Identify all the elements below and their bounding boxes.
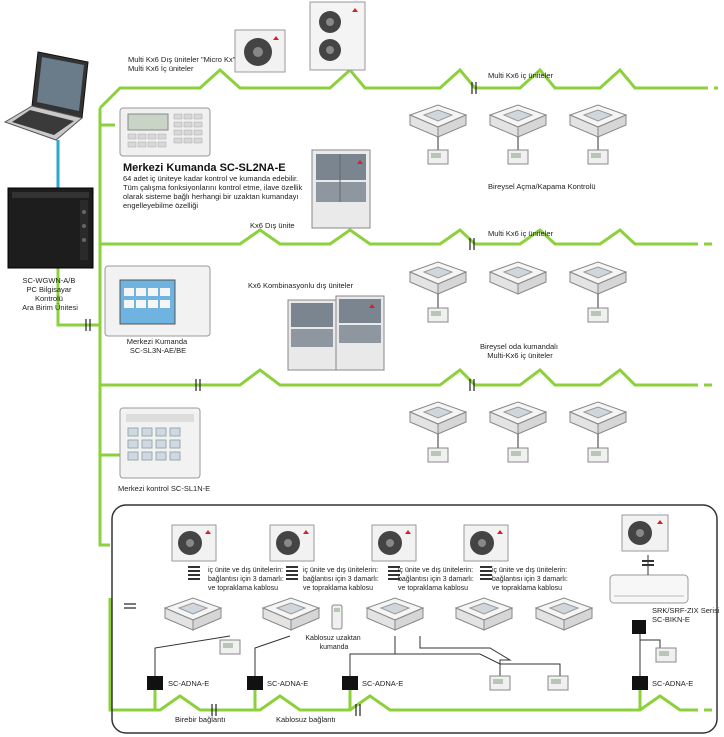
- row3-line: [100, 368, 690, 387]
- laptop-icon: [3, 51, 89, 141]
- wireless-remote-icon: [331, 604, 343, 630]
- adapter-2: [247, 676, 263, 690]
- row3-indoor-units: [409, 401, 627, 463]
- row1-indoor-units: [409, 104, 627, 165]
- bikn-adapter: [632, 620, 646, 634]
- micro-kx-label: Multi Kx6 Dış üniteler "Micro Kx" Multi …: [128, 55, 238, 73]
- kx6-dis-label: Kx6 Dış ünite: [250, 221, 295, 230]
- control-wiring: [154, 628, 661, 680]
- sl1n-label: Merkezi kontrol SC-SL1N-E: [118, 484, 210, 493]
- wiring-note-2: iç ünite ve dış ünitelerin: bağlantısı i…: [303, 567, 381, 592]
- sl2na-controller-icon: [119, 107, 211, 157]
- cable-markers: [188, 560, 654, 580]
- network-lines: [56, 67, 718, 712]
- kx6-combination-outdoor-units-icon: [287, 295, 385, 371]
- birebir-label: Birebir bağlantı: [175, 715, 225, 724]
- adna-label-1: SC-ADNA-E: [168, 679, 209, 688]
- break-marks: [85, 82, 477, 716]
- row2-bireysel-label: Bireysel oda kumandalı Multi-Kx6 iç ünit…: [480, 342, 560, 360]
- gateway-label: SC-WGWN-A/B PC Bilgisayar Kontrolü Ara B…: [22, 276, 78, 312]
- sl2na-description: 64 adet iç üniteye kadar kontrol ve kuma…: [123, 174, 304, 210]
- row1-line: [98, 67, 700, 110]
- large-outdoor-unit-icon: [309, 1, 366, 71]
- adna-label-2: SC-ADNA-E: [267, 679, 308, 688]
- adapter-3: [342, 676, 358, 690]
- row1-bireysel-label: Bireysel Açma/Kapama Kontrolü: [488, 182, 596, 191]
- row2-indoor-units: [409, 261, 627, 323]
- gateway-box-icon: [7, 187, 94, 269]
- row2-multi-kx-label: Multi Kx6 iç üniteler: [488, 229, 554, 238]
- wall-split-unit-icon: [609, 555, 689, 604]
- bottom-outdoor-units: [171, 514, 669, 562]
- micro-kx-outdoor-unit-icon: [234, 29, 286, 73]
- row1-multi-kx-label: Multi Kx6 iç üniteler: [488, 71, 554, 80]
- kablosuz-label: Kablosuz bağlantı: [276, 715, 336, 724]
- sl2na-title: Merkezi Kumanda SC-SL2NA-E: [123, 162, 286, 174]
- adna-label-3: SC-ADNA-E: [362, 679, 403, 688]
- adapter-4: [632, 676, 648, 690]
- kx6-kombi-label: Kx6 Kombinasyonlu dış üniteler: [248, 281, 354, 290]
- wireless-remote-label: Kablosuz uzaktan kumanda: [305, 635, 362, 651]
- bottom-frame: [111, 504, 718, 734]
- adapter-boxes: [147, 620, 648, 690]
- sl3n-controller-icon: [104, 265, 211, 337]
- wiring-note-1: iç ünite ve dış ünitelerin: bağlantısı i…: [208, 567, 286, 592]
- trunk-line: [98, 108, 110, 547]
- row2-line: [100, 228, 690, 246]
- kx6-outdoor-unit-icon: [311, 149, 371, 229]
- adna-label-4: SC-ADNA-E: [652, 679, 693, 688]
- adapter-1: [147, 676, 163, 690]
- bottom-indoor-units: [164, 597, 593, 631]
- sl3n-label: Merkezi Kumanda SC-SL3N-AE/BE: [127, 337, 190, 355]
- bottom-line: [108, 598, 690, 712]
- wiring-note-4: iç ünite ve dış ünitelerin: bağlantısı i…: [492, 567, 570, 592]
- srk-label: SRK/SRF-ZIX Serisi SC-BIKN-E: [652, 606, 722, 624]
- sl1n-controller-icon: [119, 407, 201, 479]
- wiring-note-3: iç ünite ve dış ünitelerin: bağlantısı i…: [398, 567, 476, 592]
